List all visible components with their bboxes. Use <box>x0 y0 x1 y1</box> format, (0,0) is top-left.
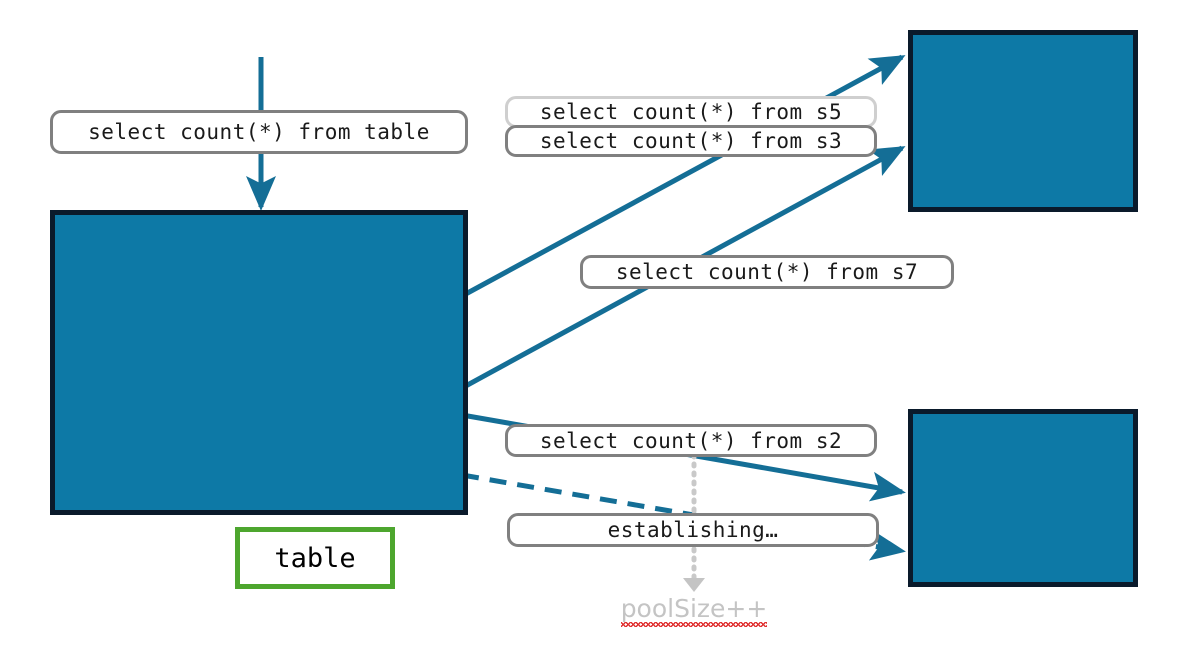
arrowhead-poolsize <box>683 578 705 592</box>
node-table[interactable]: table <box>235 527 395 589</box>
cluster-bottom-panel: s2 s6 s4 <box>908 409 1138 587</box>
query-label-s7-text: select count(*) from s7 <box>615 260 919 284</box>
query-label-s5[interactable]: select count(*) from s5 <box>505 96 877 128</box>
status-label-establishing[interactable]: establishing… <box>507 513 879 547</box>
spellcheck-underline <box>620 622 768 627</box>
node-table-label: table <box>274 542 356 574</box>
query-label-s2-text: select count(*) from s2 <box>539 428 843 453</box>
query-label-s2[interactable]: select count(*) from s2 <box>505 424 877 457</box>
query-label-s3-text: select count(*) from s3 <box>539 129 843 153</box>
query-label-s5-text: select count(*) from s5 <box>539 100 843 124</box>
query-label-s3[interactable]: select count(*) from s3 <box>505 125 877 157</box>
cluster-top-panel: s1 s3 s5 s7 <box>908 30 1138 212</box>
poolsize-annotation: poolSize++ <box>594 594 794 627</box>
query-label-table[interactable]: select count(*) from table <box>50 110 468 154</box>
table-panel: table <box>50 210 468 589</box>
query-label-s7[interactable]: select count(*) from s7 <box>580 255 954 289</box>
query-label-table-text: select count(*) from table <box>88 120 430 144</box>
poolsize-annotation-text: poolSize++ <box>620 594 768 623</box>
status-label-establishing-text: establishing… <box>607 518 779 542</box>
